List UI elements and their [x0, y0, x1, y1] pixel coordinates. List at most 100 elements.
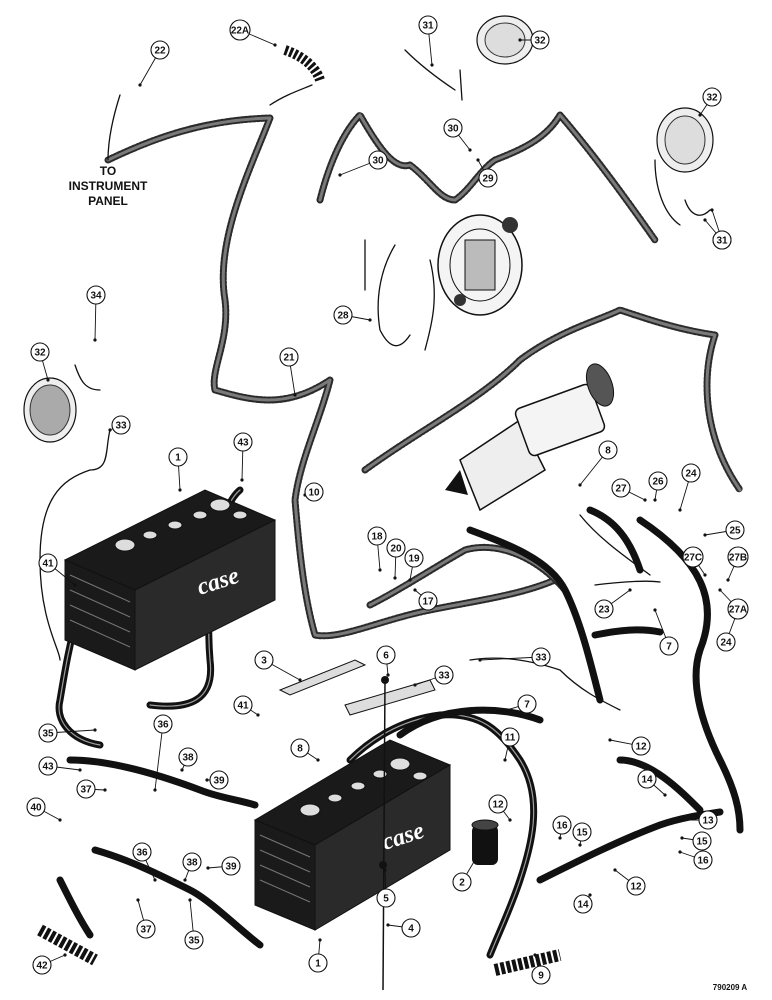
callout-leader-tip: [413, 588, 417, 592]
callout-leader-tip: [136, 898, 140, 902]
callout-leader-tip: [608, 738, 612, 742]
callout-circle: [304, 482, 324, 502]
callout-circle: [531, 965, 551, 985]
callout-leader-tip: [58, 818, 62, 822]
battery-lower: case: [253, 739, 452, 931]
callout-label: 7: [666, 642, 672, 653]
callout-label: 38: [186, 858, 198, 869]
callout-bubble: 13: [698, 810, 718, 830]
thin-wires: [39, 49, 711, 711]
callout-group: 2222A31323029323130312834213233143108272…: [26, 15, 749, 985]
callout-leader-tip: [386, 923, 390, 927]
callout-circle: [136, 919, 156, 939]
callout-leader-tip: [726, 578, 730, 582]
callout-leader: [479, 656, 542, 661]
callout-circle: [279, 347, 299, 367]
callout-circle: [111, 415, 131, 435]
callout-bubble: 35: [184, 930, 204, 950]
rubber-sleeve-22a: [283, 45, 325, 82]
callout-bubble: 12: [488, 794, 508, 814]
callout-leader-tip: [78, 768, 82, 772]
battery-hold-down: [278, 659, 436, 991]
side-label-line-2: INSTRUMENT: [69, 179, 148, 193]
callout-label: 14: [641, 775, 653, 786]
callout-label: 22A: [231, 26, 249, 37]
callout-circle: [86, 285, 106, 305]
battery-cables: [55, 486, 744, 959]
callout-label: 22: [154, 46, 166, 57]
callout-bubble: 7: [517, 694, 537, 714]
callout-label: 42: [36, 961, 48, 972]
callout-bubble: 12: [631, 736, 651, 756]
callout-label: 9: [538, 971, 544, 982]
callout-label: 15: [696, 837, 708, 848]
callout-circle: [290, 738, 310, 758]
callout-label: 31: [716, 236, 728, 247]
callout-leader-tip: [678, 508, 682, 512]
callout-bubble: 33: [434, 665, 454, 685]
callout-circle: [531, 647, 551, 667]
callout-circle: [76, 779, 96, 799]
callout-circle: [478, 168, 498, 188]
callout-label: 26: [652, 477, 664, 488]
callout-label: 43: [237, 438, 249, 449]
callout-bubble: 32: [530, 30, 550, 50]
callout-leader-tip: [413, 683, 417, 687]
callout-circle: [401, 918, 421, 938]
callout-bubble: 7: [659, 636, 679, 656]
callout-bubble: 40: [26, 797, 46, 817]
callout-circle: [716, 632, 736, 652]
callout-circle: [38, 723, 58, 743]
callout-leader-tip: [678, 850, 682, 854]
callout-leader-tip: [256, 713, 260, 717]
callout-bubble: 11: [500, 727, 520, 747]
callout-leader-tip: [663, 793, 667, 797]
callout-label: 25: [729, 526, 741, 537]
callout-circle: [594, 599, 614, 619]
callout-bubble: 16: [693, 850, 713, 870]
callout-circle: [376, 888, 396, 908]
side-label-line-1: TO: [100, 164, 116, 178]
callout-circle: [517, 694, 537, 714]
callout-bubble: 1: [308, 953, 328, 973]
callout-label: 8: [297, 744, 303, 755]
callout-leader-tip: [653, 608, 657, 612]
callout-bubble: 38: [178, 747, 198, 767]
callout-label: 8: [605, 446, 611, 457]
callout-circle: [572, 822, 592, 842]
callout-leader-tip: [508, 818, 512, 822]
main-harness: [104, 114, 559, 640]
callout-leader-tip: [628, 588, 632, 592]
callout-bubble: 32: [702, 87, 722, 107]
callout-bubble: 15: [572, 822, 592, 842]
callout-circle: [26, 797, 46, 817]
callout-circle: [229, 19, 251, 41]
starter-harness: [361, 306, 744, 494]
callout-bubble: 31: [418, 15, 438, 35]
callout-circle: [30, 342, 50, 362]
callout-leader-tip: [473, 858, 477, 862]
callout-label: 30: [447, 124, 459, 135]
callout-label: 27A: [729, 605, 747, 616]
callout-circle: [611, 478, 631, 498]
callout-label: 28: [337, 311, 349, 322]
conduit-9: [493, 949, 562, 976]
callout-bubble: 31: [712, 230, 732, 250]
callout-label: 24: [685, 469, 697, 480]
callout-circle: [626, 876, 646, 896]
cap-2: [471, 819, 499, 865]
callout-circle: [153, 714, 173, 734]
callout-leader-tip: [378, 568, 382, 572]
callout-label: 18: [371, 532, 383, 543]
callout-leader-tip: [205, 778, 209, 782]
callout-bubble: 39: [221, 856, 241, 876]
lower-harness: [366, 543, 569, 609]
callout-circle: [233, 432, 253, 452]
callout-bubble: 1: [168, 447, 188, 467]
callout-label: 16: [556, 821, 568, 832]
callout-circle: [725, 520, 745, 540]
callout-bubble: 34: [86, 285, 106, 305]
callout-label: 24: [720, 638, 732, 649]
callout-bubble: 8: [290, 738, 310, 758]
